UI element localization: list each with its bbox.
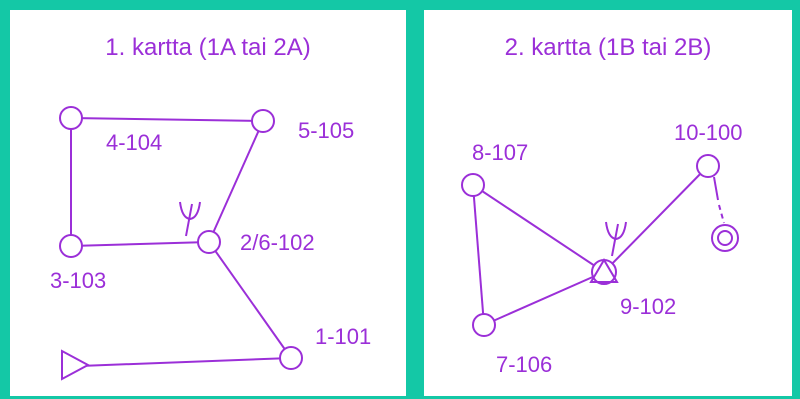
leg-5-2	[208, 120, 264, 243]
leg-7-9	[483, 271, 605, 326]
control-7	[472, 313, 496, 337]
label-control-1: 1-101	[315, 324, 371, 349]
leg-3-2	[70, 241, 210, 247]
map-1-title: 1. kartta (1A tai 2A)	[105, 34, 311, 61]
map-panel-1: 1. kartta (1A tai 2A) 4-104 5-10	[10, 10, 406, 396]
leg-10-finish-solid	[713, 176, 719, 201]
leg-8-9	[472, 184, 605, 273]
control-8	[461, 173, 485, 197]
water-point-icon	[605, 221, 627, 257]
leg-8-7	[472, 184, 485, 326]
control-2-6	[197, 230, 221, 254]
map-2-canvas: 8-107 10-100 9-102 7-106	[461, 120, 743, 377]
start-triangle-icon	[61, 349, 91, 381]
control-1	[279, 346, 303, 370]
leg-2-1	[208, 241, 292, 359]
leg-9-10	[603, 165, 709, 273]
label-control-3: 3-103	[50, 268, 106, 293]
leg-4-5	[70, 117, 264, 122]
finish-inner-circle-icon	[717, 230, 733, 246]
water-point-icon	[179, 201, 201, 237]
label-control-4: 4-104	[106, 130, 162, 155]
label-control-10: 10-100	[674, 120, 743, 145]
map-2-title: 2. kartta (1B tai 2B)	[504, 34, 712, 61]
label-control-7: 7-106	[496, 352, 552, 377]
start-triangle-icon	[589, 258, 619, 283]
control-5	[251, 109, 275, 133]
map-panel-2: 2. kartta (1B tai 2B) 8-	[424, 10, 792, 396]
map-1-canvas: 4-104 5-105 2/6-102 3-103 1-101	[50, 106, 371, 381]
label-control-8: 8-107	[472, 140, 528, 165]
control-10	[696, 154, 720, 178]
control-4	[59, 106, 83, 130]
label-control-5: 5-105	[298, 118, 354, 143]
control-9	[591, 259, 617, 285]
leg-10-finish-dashed	[718, 204, 725, 224]
label-control-9: 9-102	[620, 294, 676, 319]
label-control-2-6: 2/6-102	[240, 230, 315, 255]
leg-start-1	[79, 357, 292, 367]
control-3	[59, 234, 83, 258]
